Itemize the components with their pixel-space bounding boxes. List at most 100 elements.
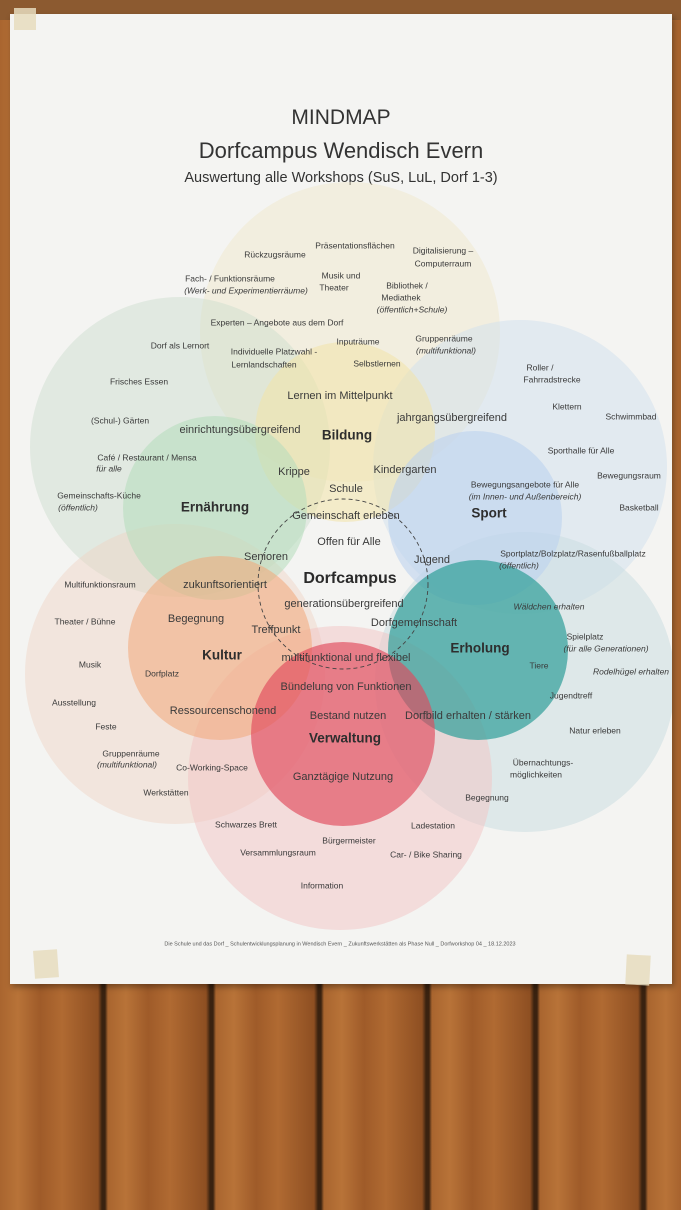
center-item: Offen für Alle: [317, 536, 381, 549]
erholung-item: möglichkeiten: [510, 769, 562, 780]
kultur-item: Co-Working-Space: [176, 762, 248, 773]
center-item: Krippe: [278, 466, 310, 479]
center-item: einrichtungsübergreifend: [179, 424, 301, 437]
kultur-item: Ausstellung: [52, 697, 96, 708]
circle-ernaehrung: [123, 416, 307, 600]
kultur-item: Feste: [95, 721, 117, 732]
sport-item: Fahrradstrecke: [523, 374, 581, 385]
center-item: Bestand nutzen: [309, 710, 387, 723]
bildung-item: Computerraum: [414, 258, 472, 269]
tape-left: [33, 949, 59, 979]
poster-subtitle: Dorfcampus Wendisch Evern: [198, 138, 484, 163]
bildung-item: Dorf als Lernort: [150, 340, 210, 351]
tape-top-left: [14, 8, 36, 30]
bildung-item: Gruppenräume: [415, 333, 473, 344]
ernaehrung-item: (Schul-) Gärten: [90, 415, 150, 426]
sport-item: (öffentlich): [499, 560, 539, 571]
erholung-item: (für alle Generationen): [563, 643, 649, 654]
verwaltung-item: Bürgermeister: [322, 835, 376, 846]
bildung-item: (öffentlich+Schule): [376, 304, 448, 315]
sport-item: Basketball: [619, 502, 659, 513]
sport-item: Roller /: [526, 362, 554, 373]
bildung-item: Theater: [319, 282, 349, 293]
center-item: Schule: [329, 483, 363, 496]
bildung-item: Experten – Angebote aus dem Dorf: [210, 317, 344, 328]
poster: MINDMAP Dorfcampus Wendisch Evern Auswer…: [10, 14, 672, 984]
kultur-item: Gruppenräume: [102, 748, 160, 759]
sport-item: (im Innen- und Außenbereich): [468, 491, 582, 502]
kultur-item: Theater / Bühne: [54, 616, 116, 627]
ernaehrung-item: Gemeinschafts-Küche: [57, 490, 141, 501]
circle-verwaltung: [251, 642, 435, 826]
bildung-item: Musik und: [321, 270, 361, 281]
center-item: Senioren: [243, 551, 289, 564]
center-item: Kindergarten: [373, 464, 437, 477]
poster-footer: Die Schule und das Dorf _ Schulentwicklu…: [164, 941, 516, 948]
center-item: Begegnung: [167, 613, 225, 626]
center-item: Ganztägige Nutzung: [292, 771, 394, 784]
theme-ernaehrung: Ernährung: [180, 499, 250, 515]
center-item: jahrgangsübergreifend: [396, 412, 508, 425]
poster-caption: Auswertung alle Workshops (SuS, LuL, Dor…: [184, 170, 498, 186]
center-item: Ressourcenschonend: [169, 705, 277, 718]
verwaltung-item: Ladestation: [411, 820, 455, 831]
erholung-item: Jugendtreff: [549, 690, 593, 701]
tape-right: [625, 954, 651, 986]
center-item: Dorfgemeinschaft: [370, 617, 458, 630]
circle-sport: [388, 431, 562, 605]
center-item: Jugend: [413, 554, 451, 567]
sport-item: Klettern: [552, 401, 582, 412]
center-item: zukunftsorientiert: [183, 579, 267, 592]
center-item: generationsübergreifend: [284, 598, 404, 611]
verwaltung-item: Versammlungsraum: [240, 847, 316, 858]
ernaehrung-item: (öffentlich): [58, 502, 98, 513]
erholung-item: Begegnung: [465, 792, 509, 803]
sport-item: Bewegungsraum: [597, 470, 661, 481]
bildung-item: Fach- / Funktionsräume: [185, 273, 275, 284]
sport-item: Schwimmbad: [605, 411, 657, 422]
center-item: Treffpunkt: [251, 624, 301, 637]
kultur-item: Werkstätten: [143, 787, 189, 798]
center-circle: [257, 498, 429, 670]
poster-title: MINDMAP: [291, 106, 391, 129]
center-item: Bündelung von Funktionen: [280, 681, 412, 694]
kultur-item: Dorfplatz: [144, 668, 180, 679]
bildung-item: Bibliothek /: [386, 280, 428, 291]
theme-kultur: Kultur: [202, 647, 242, 663]
bildung-item: (multifunktional): [416, 345, 476, 356]
bildung-item: Präsentationsflächen: [315, 240, 395, 251]
mindmap-circles: [25, 182, 672, 930]
sport-item: Sporthalle für Alle: [547, 445, 615, 456]
verwaltung-item: Information: [300, 880, 344, 891]
erholung-item: Rodelhügel erhalten: [592, 666, 670, 677]
bildung-item: Inputräume: [336, 336, 380, 347]
bildung-item: Mediathek: [381, 292, 421, 303]
theme-erholung: Erholung: [450, 640, 510, 656]
ernaehrung-item: Café / Restaurant / Mensa: [97, 452, 197, 463]
center-item: multifunktional und flexibel: [281, 652, 411, 665]
sport-item: Bewegungsangebote für Alle: [470, 479, 580, 490]
kultur-item: (multifunktional): [97, 759, 157, 770]
sport-item: Sportplatz/Bolzplatz/Rasenfußballplatz: [500, 548, 646, 559]
erholung-item: Natur erleben: [569, 725, 621, 736]
bildung-item: Individuelle Platzwahl -: [230, 346, 318, 357]
center-item: Tiere: [529, 660, 549, 671]
erholung-item: Wäldchen erhalten: [513, 601, 585, 612]
center-title: Dorfcampus: [303, 570, 397, 587]
theme-sport: Sport: [471, 505, 507, 521]
ernaehrung-item: für alle: [96, 463, 122, 474]
theme-bildung: Bildung: [321, 427, 373, 443]
verwaltung-item: Car- / Bike Sharing: [390, 849, 462, 860]
theme-verwaltung: Verwaltung: [308, 730, 382, 746]
ernaehrung-item: Frisches Essen: [109, 376, 169, 387]
bildung-item: Selbstlernen: [353, 358, 401, 369]
circle-erholung: [388, 560, 568, 740]
center-item: Dorfbild erhalten / stärken: [405, 710, 531, 723]
bildung-item: Digitalisierung –: [412, 245, 474, 256]
erholung-item: Übernachtungs-: [512, 757, 574, 768]
center-item: Lernen im Mittelpunkt: [287, 390, 393, 403]
bildung-item: (Werk- und Experimentierräume): [184, 285, 308, 296]
verwaltung-item: Schwarzes Brett: [215, 819, 277, 830]
erholung-item: Spielplatz: [566, 631, 604, 642]
center-item: Gemeinschaft erleben: [292, 510, 400, 523]
